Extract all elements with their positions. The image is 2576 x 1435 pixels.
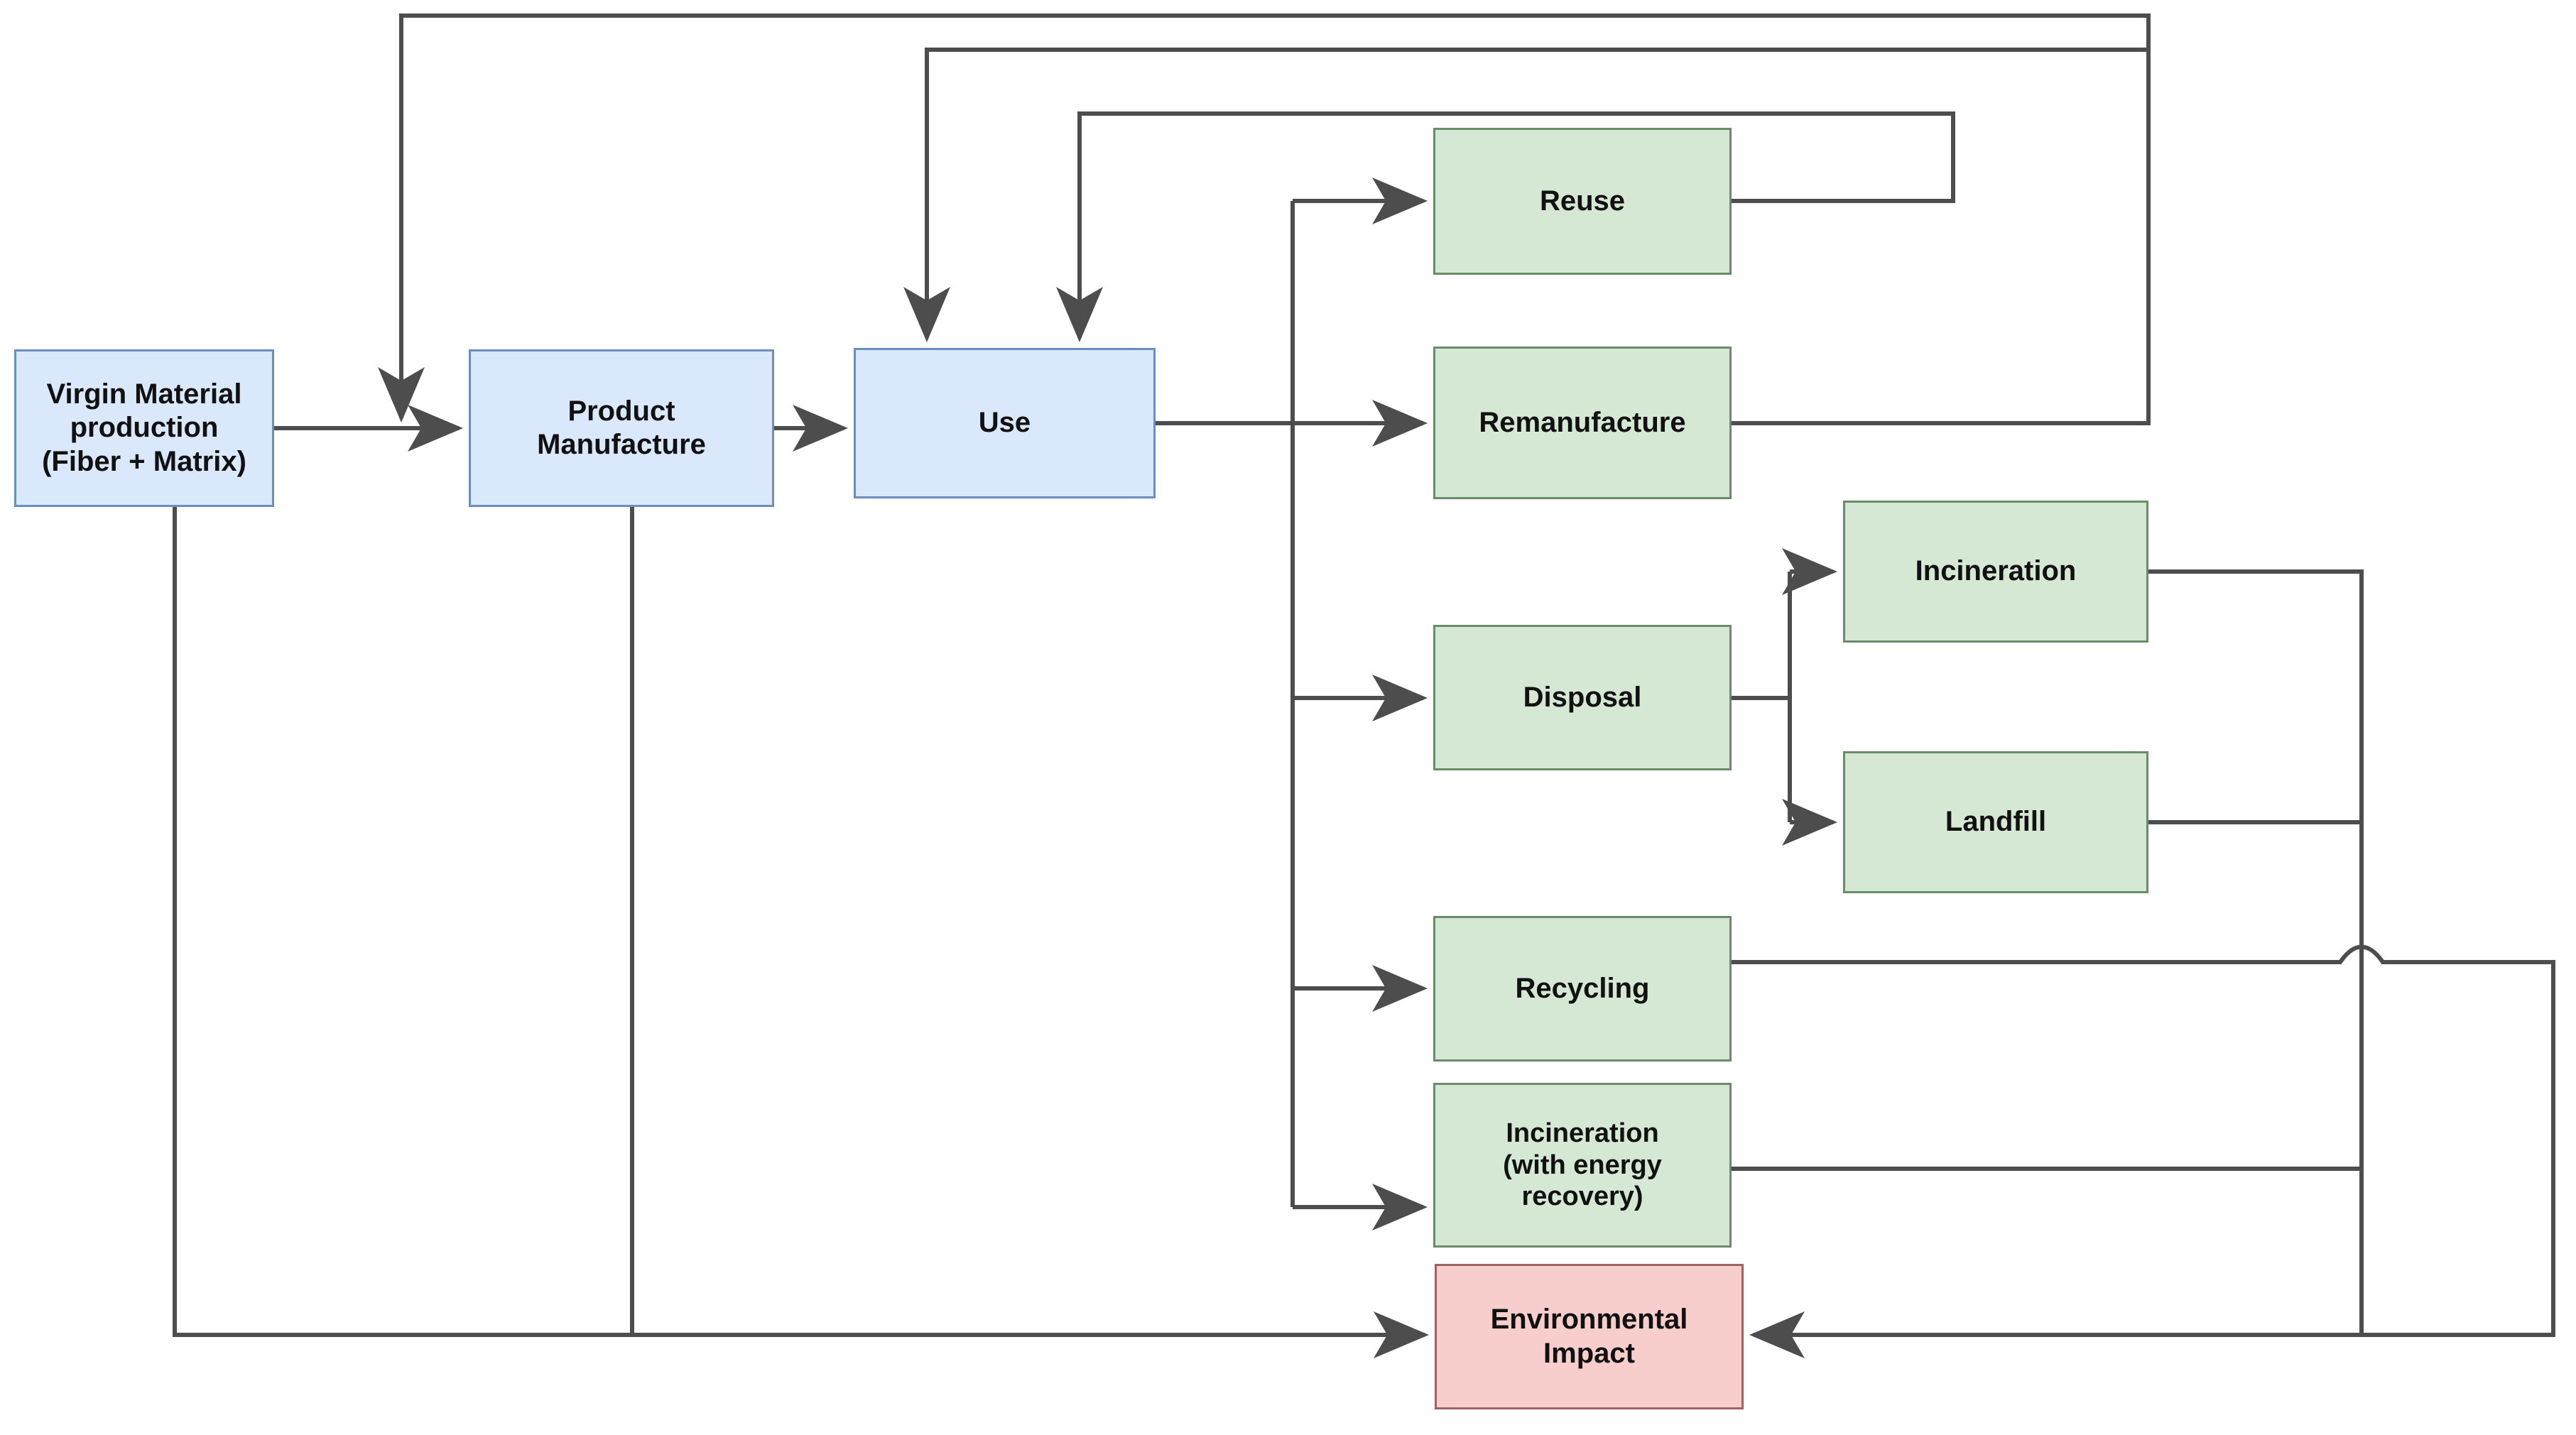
node-label-reuse: Reuse xyxy=(1539,185,1626,217)
node-label-landfill: Landfill xyxy=(1945,806,2047,838)
node-label-use: Use xyxy=(978,407,1031,439)
node-landfill[interactable]: Landfill xyxy=(1843,751,2148,893)
node-label-disposal: Disposal xyxy=(1523,681,1642,713)
edge-recycling-to-envimpact xyxy=(1732,944,2555,1337)
node-disposal[interactable]: Disposal xyxy=(1433,625,1732,770)
node-label-incineration: Incineration xyxy=(1915,555,2077,587)
edge-virgin-to-envimpact xyxy=(173,507,1429,1358)
node-remanufacture[interactable]: Remanufacture xyxy=(1433,347,1732,499)
node-label-recycling: Recycling xyxy=(1515,972,1650,1004)
edge-reuse-feedback-to-use xyxy=(1056,111,1955,342)
node-use[interactable]: Use xyxy=(854,348,1156,498)
edge-remanufacture-feedback-to-manufacture xyxy=(378,13,2151,422)
node-incineration[interactable]: Incineration xyxy=(1843,501,2148,643)
node-label-remanufacture: Remanufacture xyxy=(1479,406,1686,438)
node-recycling[interactable]: Recycling xyxy=(1433,916,1732,1062)
edge-incineration-to-envimpact xyxy=(1749,569,2364,1358)
node-reuse[interactable]: Reuse xyxy=(1433,128,1732,275)
